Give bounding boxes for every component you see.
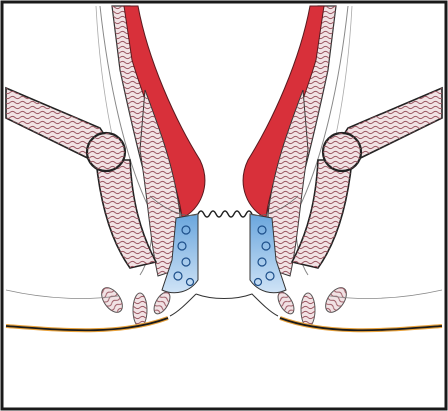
right-subcutaneous-hatch <box>301 293 315 327</box>
left-cross-section-hatch <box>87 133 125 171</box>
left-subcutaneous-hatch <box>133 293 147 327</box>
right-cross-section-hatch <box>323 133 361 171</box>
